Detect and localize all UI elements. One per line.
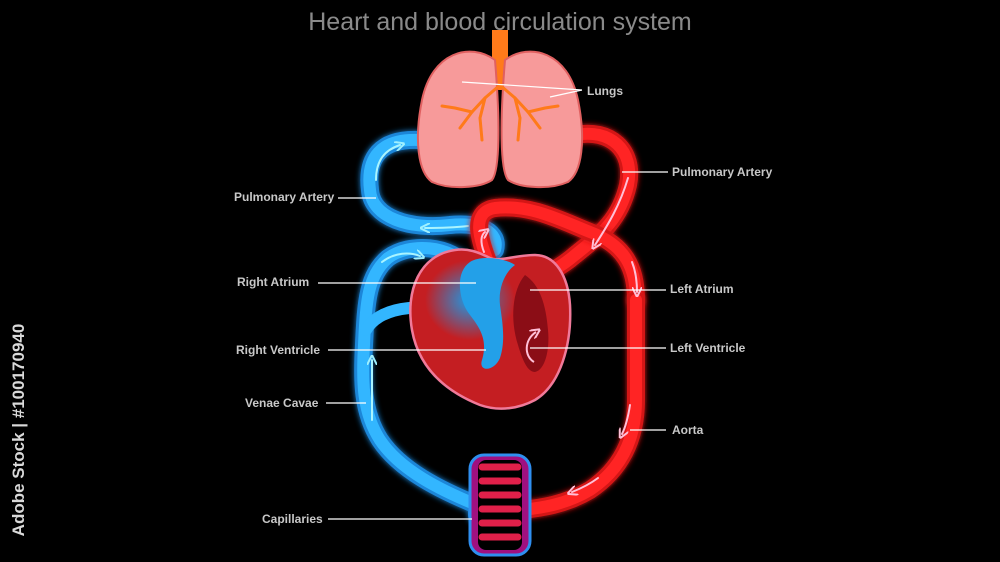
- lungs: [416, 30, 584, 189]
- label-pulmonary-artery-left: Pulmonary Artery: [234, 190, 335, 204]
- capillary-bars: [478, 463, 522, 541]
- label-left-atrium: Left Atrium: [670, 282, 734, 296]
- right-heart-chamber: [459, 258, 515, 369]
- left-lung: [416, 50, 500, 189]
- label-venae-cavae: Venae Cavae: [245, 396, 319, 410]
- label-pulmonary-artery-right: Pulmonary Artery: [672, 165, 773, 179]
- heart: [409, 248, 572, 410]
- bronchi: [440, 83, 560, 142]
- capillaries: [468, 453, 532, 557]
- label-capillaries: Capillaries: [262, 512, 323, 526]
- label-right-ventricle: Right Ventricle: [236, 343, 321, 357]
- label-lungs: Lungs: [587, 84, 623, 98]
- leader-lines: [318, 81, 668, 520]
- right-lung: [500, 50, 584, 189]
- watermark-id: Adobe Stock | #100170940: [9, 323, 28, 537]
- label-left-ventricle: Left Ventricle: [670, 341, 746, 355]
- label-right-atrium: Right Atrium: [237, 275, 310, 289]
- label-aorta: Aorta: [672, 423, 704, 437]
